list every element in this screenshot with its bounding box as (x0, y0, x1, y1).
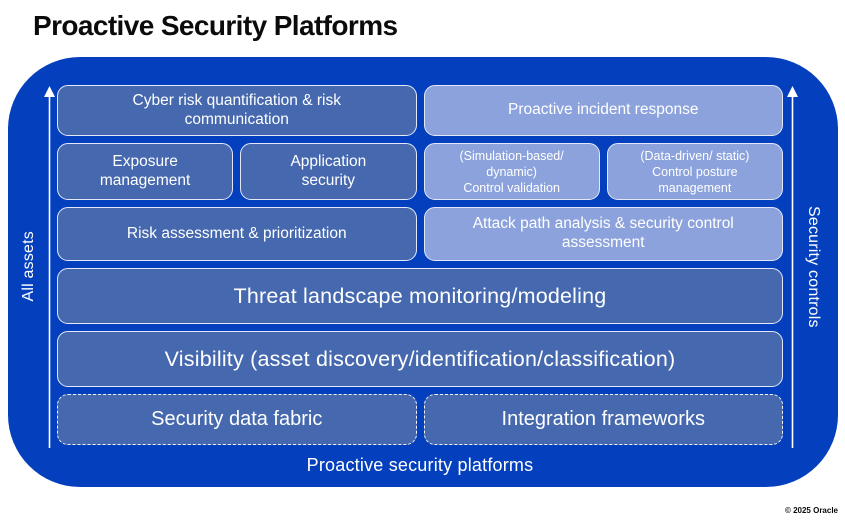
platform-grid: Cyber risk quantification & risk communi… (57, 85, 783, 445)
all-assets-label: All assets (20, 231, 37, 302)
box-exposure-management: Exposure management (57, 143, 234, 200)
platform-footer-caption: Proactive security platforms (306, 455, 534, 475)
platform-layers: Cyber risk quantification & risk communi… (57, 85, 783, 476)
row-control-side-pair: (Simulation-based/ dynamic) Control vali… (423, 143, 783, 200)
box-threat-landscape-monitoring: Threat landscape monitoring/modeling (57, 268, 783, 324)
box-attack-path-analysis: Attack path analysis & security control … (423, 207, 783, 261)
all-assets-up-arrow-icon (44, 85, 55, 448)
security-controls-axis: Security controls (776, 85, 832, 448)
security-controls-label: Security controls (805, 205, 822, 328)
box-control-posture-management: (Data-driven/ static) Control posture ma… (606, 143, 783, 200)
box-visibility: Visibility (asset discovery/identificati… (57, 331, 783, 387)
box-proactive-incident-response: Proactive incident response (423, 85, 783, 136)
box-security-data-fabric: Security data fabric (57, 394, 417, 445)
page-title: Proactive Security Platforms (33, 10, 398, 41)
copyright-notice: © 2025 Oracle (784, 506, 838, 515)
all-assets-axis: All assets (12, 85, 64, 448)
box-application-security: Application security (240, 143, 417, 200)
proactive-security-platform-container: All assets Security controls Cyber risk … (8, 57, 838, 487)
box-cyber-risk-quantification: Cyber risk quantification & risk communi… (57, 85, 417, 136)
box-integration-frameworks: Integration frameworks (423, 394, 783, 445)
box-control-validation: (Simulation-based/ dynamic) Control vali… (423, 143, 600, 200)
row-asset-side-pair: Exposure management Application security (57, 143, 417, 200)
box-risk-assessment-prioritization: Risk assessment & prioritization (57, 207, 417, 261)
security-controls-up-arrow-icon (787, 85, 798, 448)
